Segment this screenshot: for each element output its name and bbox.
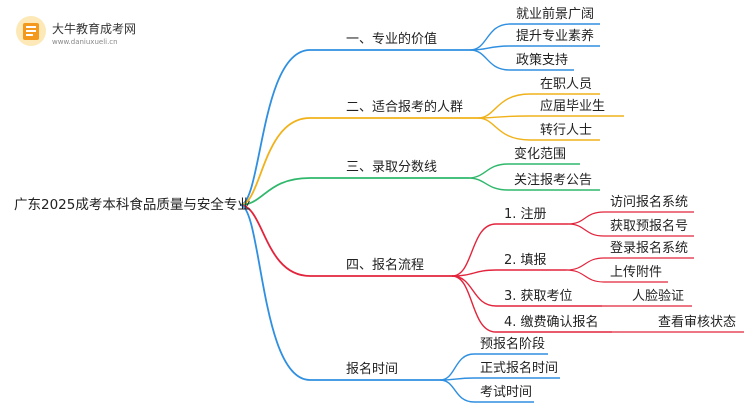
connector-b1-c2 <box>469 45 511 51</box>
leaf-review-status: 查看审核状态 <box>658 315 737 330</box>
leaf-career-change: 转行人士 <box>540 123 593 138</box>
branch-value: 一、专业的价值 <box>346 32 438 47</box>
connector-b4-s1 <box>451 223 497 277</box>
step-fill: 2. 填报 <box>504 253 547 268</box>
branch-timeline: 报名时间 <box>346 362 399 377</box>
book-icon <box>16 16 46 46</box>
root-topic: 广东2025成考本科食品质量与安全专业 <box>14 197 251 213</box>
connector-b3-c1 <box>467 163 509 179</box>
connector-b4-s2 <box>451 269 497 277</box>
leaf-notice: 关注报考公告 <box>514 173 593 188</box>
step-register: 1. 注册 <box>504 207 547 222</box>
connector-root-b3 <box>239 177 311 206</box>
branch-cutoff: 三、录取分数线 <box>346 160 438 175</box>
connector-b1-c3 <box>469 49 511 71</box>
step-seat: 3. 获取考位 <box>504 289 573 304</box>
connector-b3-c2 <box>467 177 509 191</box>
leaf-range: 变化范围 <box>514 147 567 162</box>
site-url: www.daniuxueli.cn <box>52 38 118 46</box>
leaf-employed: 在职人员 <box>540 77 593 92</box>
leaf-graduates: 应届毕业生 <box>540 99 606 114</box>
step-pay: 4. 缴费确认报名 <box>504 315 599 330</box>
leaf-skills: 提升专业素养 <box>516 29 595 44</box>
connector-b4-s2-g2 <box>565 269 605 283</box>
branch-audience: 二、适合报考的人群 <box>346 100 464 115</box>
branch-procedure: 四、报名流程 <box>346 258 425 273</box>
connector-b4-s3 <box>451 275 497 307</box>
leaf-visit-system: 访问报名系统 <box>610 195 689 210</box>
connector-root-b1 <box>239 49 311 206</box>
connector-b5-c3 <box>439 379 475 403</box>
connector-b5-c1 <box>439 353 475 381</box>
leaf-formal-time: 正式报名时间 <box>480 361 559 376</box>
site-name: 大牛教育成考网 <box>52 22 137 36</box>
connector-b2-c1 <box>477 93 531 119</box>
connector-root-b5 <box>239 204 311 381</box>
leaf-pre-number: 获取预报名号 <box>610 219 689 234</box>
leaf-upload: 上传附件 <box>610 265 663 280</box>
leaf-face-verify: 人脸验证 <box>632 289 685 304</box>
leaf-login-system: 登录报名系统 <box>610 241 689 256</box>
leaf-policy: 政策支持 <box>516 53 569 68</box>
connector-root-b4 <box>239 204 311 277</box>
leaf-pre-stage: 预报名阶段 <box>480 337 546 352</box>
connector-b4-s2-g1 <box>565 257 605 271</box>
connector-b4-s4 <box>451 275 497 333</box>
site-logo: 大牛教育成考网 www.daniuxueli.cn <box>14 14 174 54</box>
leaf-employment: 就业前景广阔 <box>516 7 595 22</box>
connector-b4-s1-g1 <box>567 211 605 225</box>
connector-b4-s1-g2 <box>567 223 605 237</box>
connector-root-b2 <box>239 117 311 206</box>
connector-b2-c3 <box>477 117 531 141</box>
leaf-exam-time: 考试时间 <box>480 385 533 400</box>
